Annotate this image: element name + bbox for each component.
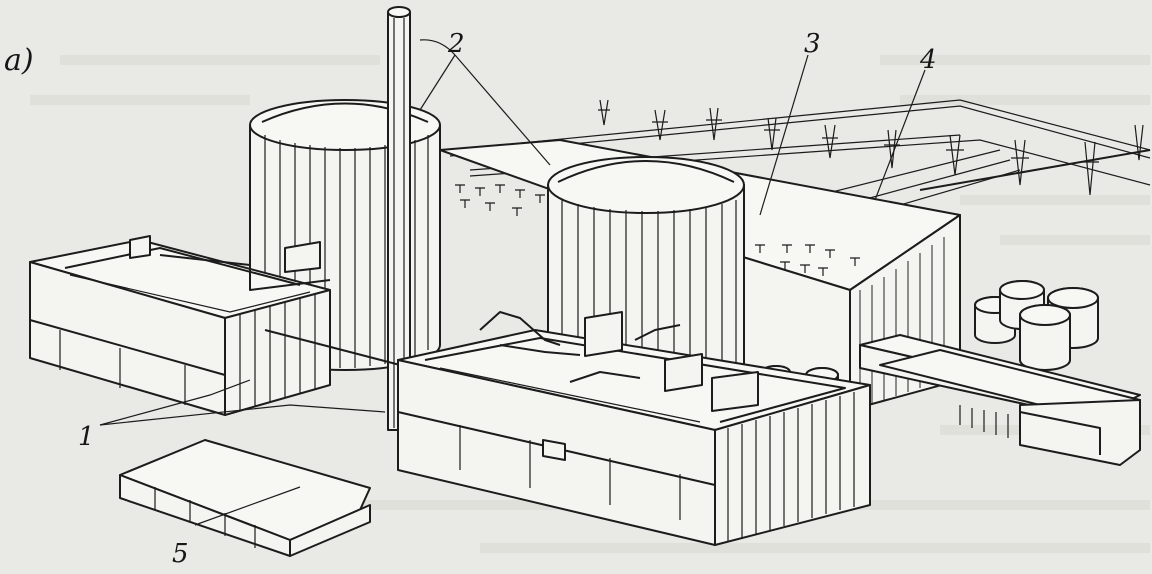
leader-2a [419, 54, 456, 111]
leader-5 [194, 486, 301, 526]
callout-5: 5 [172, 539, 189, 569]
storage-tanks-right [974, 280, 1099, 371]
panel-label: a) [4, 43, 34, 78]
leader-2b [454, 54, 551, 166]
front-auxiliary-building [397, 311, 871, 546]
leader-1a [99, 404, 386, 426]
leader-3 [759, 54, 809, 216]
leader-lines [99, 39, 926, 526]
callout-4: 4 [919, 45, 937, 75]
callout-2: 2 [447, 29, 465, 59]
callout-3: 3 [804, 29, 821, 59]
callout-1: 1 [78, 422, 95, 452]
leader-4 [874, 69, 926, 201]
leader-1b [99, 379, 251, 426]
low-building-5 [119, 439, 371, 557]
transmission-towers [598, 99, 1144, 196]
left-auxiliary-building [29, 235, 401, 416]
right-galleries [859, 334, 1141, 466]
roof-ventilators [455, 184, 860, 276]
